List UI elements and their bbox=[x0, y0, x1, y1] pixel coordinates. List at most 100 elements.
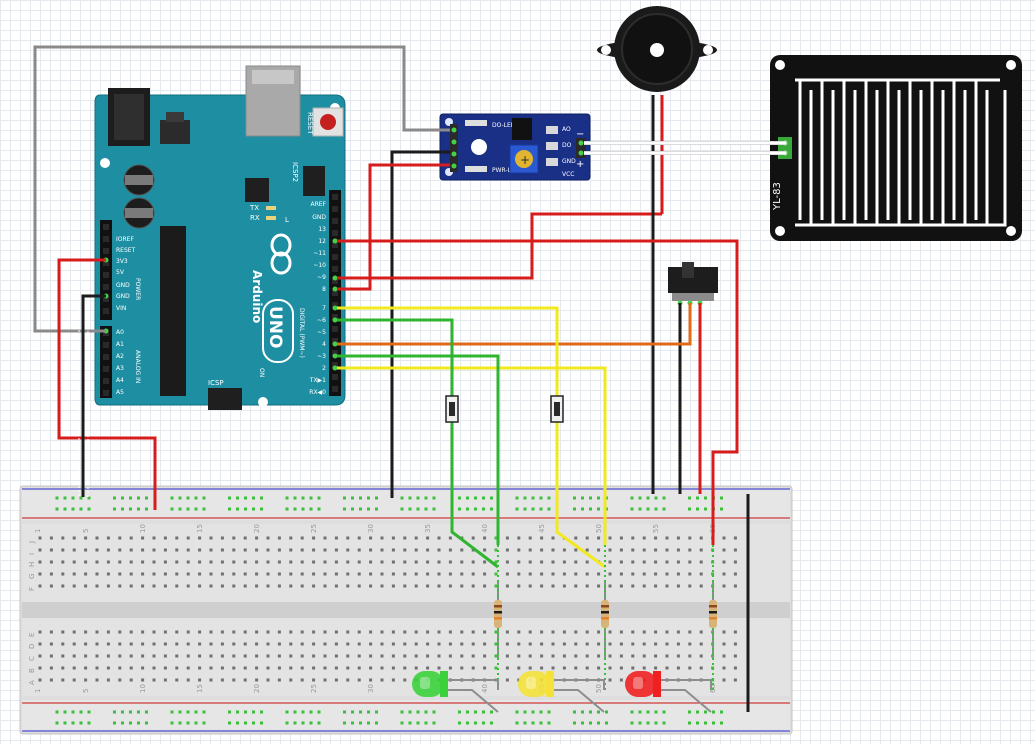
col-num-1-top: 1 bbox=[34, 529, 42, 533]
rx-led bbox=[266, 216, 276, 220]
wire-black-gnd bbox=[81, 294, 106, 497]
pin-label-8: 8 bbox=[322, 286, 326, 293]
pin-label-3: ~3 bbox=[317, 353, 326, 360]
wire-red-buzzer bbox=[337, 212, 662, 280]
col-num-30-bottom: 30 bbox=[367, 684, 375, 693]
col-num-25-bottom: 25 bbox=[310, 684, 318, 693]
col-num-50-top: 50 bbox=[595, 524, 603, 533]
pin-label-gnd-1: GND bbox=[116, 282, 130, 289]
potentiometer-knob-icon[interactable] bbox=[515, 150, 533, 168]
pin-label-5v: 5V bbox=[116, 269, 125, 276]
col-num-5-top: 5 bbox=[82, 529, 90, 533]
col-num-20-bottom: 20 bbox=[253, 684, 261, 693]
pin-label-12: 12 bbox=[318, 238, 326, 245]
icsp2-header bbox=[303, 166, 325, 196]
col-num-10-top: 10 bbox=[139, 524, 147, 533]
resistor-2 bbox=[601, 580, 609, 660]
rx-label: RX bbox=[250, 214, 260, 222]
digital-pin-labels: AREF GND 13 12 ~11 ~10 ~9 8 7 ~6 ~5 4 ~3… bbox=[309, 201, 327, 396]
icsp-header bbox=[208, 388, 242, 410]
pin-label-9: ~9 bbox=[317, 274, 326, 281]
tx-label: TX bbox=[249, 204, 259, 212]
col-num-1-bottom: 1 bbox=[34, 689, 42, 693]
module-plus-label: + bbox=[576, 159, 584, 170]
row-letter-i: I bbox=[28, 553, 36, 555]
pin-label-a3: A3 bbox=[116, 365, 124, 372]
buzzer-hole-icon bbox=[650, 43, 664, 57]
pin-label-7: 7 bbox=[322, 305, 326, 312]
analog-in-label: ANALOG IN bbox=[134, 350, 141, 383]
module-pin-gnd: GND bbox=[562, 158, 576, 165]
pin-label-11: ~11 bbox=[313, 250, 326, 257]
usb-chip bbox=[245, 178, 269, 202]
pin-label-tx1: TX▶1 bbox=[309, 377, 326, 384]
pin-label-gnd-d: GND bbox=[312, 214, 326, 221]
arduino-brand-label: Arduino bbox=[250, 270, 264, 323]
pushbutton-1[interactable] bbox=[445, 395, 459, 423]
icsp2-label: ICSP2 bbox=[291, 162, 299, 182]
col-num-45-top: 45 bbox=[538, 524, 546, 533]
wire-red-3v3 bbox=[57, 258, 157, 510]
piezo-buzzer bbox=[597, 6, 717, 92]
uno-badge bbox=[262, 299, 294, 363]
row-letter-f: F bbox=[28, 587, 36, 591]
arduino-logo-icon bbox=[270, 233, 292, 275]
pin-label-aref: AREF bbox=[310, 201, 326, 208]
led-red bbox=[625, 671, 712, 713]
pin-label-a5: A5 bbox=[116, 389, 124, 396]
bottom-rail-holes bbox=[55, 710, 723, 725]
wire-black-module-gnd bbox=[390, 150, 450, 498]
mount-hole-icon bbox=[100, 158, 110, 168]
digital-pwm-label: DIGITAL (PWM~) bbox=[298, 308, 305, 358]
module-pin-vcc: VCC bbox=[562, 171, 574, 178]
icsp-label: ICSP bbox=[208, 379, 224, 387]
col-num-50-bottom: 50 bbox=[595, 684, 603, 693]
wire-green-pin3 bbox=[337, 354, 500, 545]
svg-text:+: + bbox=[520, 153, 530, 167]
pin-label-10: ~10 bbox=[313, 262, 326, 269]
comparator-chip bbox=[512, 118, 532, 140]
power-label: POWER bbox=[134, 278, 141, 300]
pin-label-vin: VIN bbox=[116, 305, 126, 312]
row-letter-h: H bbox=[28, 562, 36, 567]
wire-orange-pin4 bbox=[337, 303, 692, 346]
module-pin-do: DO bbox=[562, 142, 572, 149]
analog-header bbox=[100, 326, 112, 398]
pin-label-6: ~6 bbox=[317, 317, 326, 324]
col-num-10-bottom: 10 bbox=[139, 684, 147, 693]
module-minus-label: − bbox=[576, 129, 584, 140]
pin-label-a1: A1 bbox=[116, 341, 124, 348]
wires bbox=[33, 45, 786, 712]
slide-switch[interactable] bbox=[668, 262, 718, 306]
wire-gray-a0 bbox=[33, 45, 450, 333]
rain-sensor-module: DO-LED PWR-LED + AO DO GND VCC − + bbox=[439, 113, 591, 181]
wire-red-module-do bbox=[337, 163, 450, 291]
col-num-40-bottom: 40 bbox=[481, 684, 489, 693]
col-num-55-top: 55 bbox=[652, 524, 660, 533]
leds bbox=[412, 671, 712, 713]
row-letter-e: E bbox=[28, 633, 36, 637]
do-led-label: DO-LED bbox=[492, 122, 516, 129]
col-num-15-bottom: 15 bbox=[196, 684, 204, 693]
pin-label-rx0: RX◀0 bbox=[309, 389, 326, 396]
pin-label-4: 4 bbox=[322, 341, 326, 348]
mount-hole-icon bbox=[258, 397, 268, 407]
voltage-regulator bbox=[160, 120, 190, 144]
pushbutton-2[interactable] bbox=[550, 395, 564, 423]
yl83-label: YL-83 bbox=[772, 182, 783, 211]
pin-label-13: 13 bbox=[318, 226, 326, 233]
uno-label: UNO bbox=[265, 306, 285, 348]
on-label: ON bbox=[258, 368, 265, 377]
wire-red-pin12 bbox=[337, 239, 739, 545]
row-letter-a: A bbox=[28, 680, 36, 685]
switch-slider[interactable] bbox=[682, 262, 694, 278]
rain-sensor-plate: YL-83 bbox=[770, 55, 1022, 241]
row-letter-g: G bbox=[28, 574, 36, 579]
resistor-3 bbox=[709, 580, 717, 660]
mount-hole-icon bbox=[1006, 226, 1016, 236]
sensor-led-icon bbox=[471, 139, 487, 155]
wire-yellow-pin2 bbox=[337, 366, 607, 545]
row-letter-c: C bbox=[28, 656, 36, 661]
reset-button-cap[interactable] bbox=[320, 114, 336, 130]
